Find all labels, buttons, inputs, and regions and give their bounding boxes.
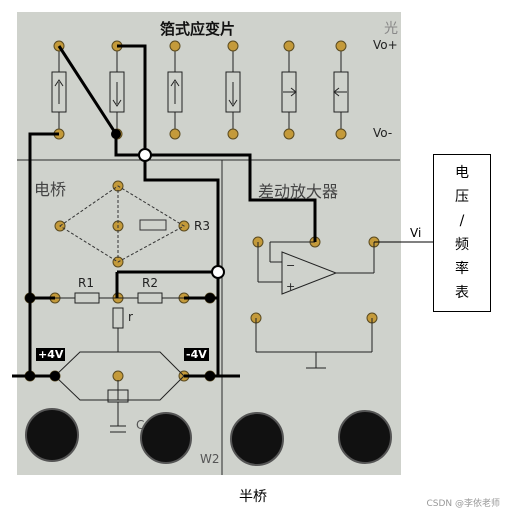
meter-char: 频 — [455, 237, 469, 253]
minus-4v-label: -4V — [184, 348, 209, 361]
vo-plus-label: Vo+ — [373, 38, 398, 52]
r1-label: R1 — [78, 276, 94, 290]
vo-minus-label: Vo- — [373, 126, 393, 140]
knob[interactable] — [140, 412, 192, 464]
jacks — [24, 40, 380, 382]
knob[interactable] — [338, 410, 392, 464]
svg-text:−: − — [286, 259, 295, 272]
meter-char: / — [459, 213, 465, 229]
amp-label: 差动放大器 — [258, 182, 339, 201]
knob[interactable] — [25, 408, 79, 462]
meter-char: 电 — [455, 165, 469, 181]
voltage-frequency-meter: 电 压 / 频 率 表 — [433, 154, 491, 312]
knob[interactable] — [230, 412, 284, 466]
r2-label: R2 — [142, 276, 158, 290]
vi-label: Vi — [410, 226, 422, 240]
meter-char: 率 — [455, 261, 469, 277]
resistors — [54, 292, 185, 433]
w2-label: W2 — [200, 452, 220, 466]
meter-char: 压 — [455, 189, 469, 205]
svg-text:+: + — [286, 280, 295, 293]
plus-4v-label: +4V — [36, 348, 66, 361]
title-corner: 光 — [384, 21, 398, 37]
diff-amplifier: − + — [255, 241, 375, 369]
strain-gauges — [51, 50, 349, 130]
c-label: C — [136, 418, 145, 432]
title-top: 箔式应变片 — [160, 20, 236, 38]
bridge-label: 电桥 — [34, 180, 67, 199]
meter-char: 表 — [455, 285, 469, 301]
bridge-diamond — [59, 185, 186, 263]
cross-markers — [138, 148, 225, 279]
junction-dots — [25, 129, 215, 381]
wires — [12, 44, 317, 378]
watermark: CSDN @李依老师 — [426, 499, 500, 509]
r-label: r — [128, 310, 133, 324]
r3-label: R3 — [194, 219, 210, 233]
caption: 半桥 — [239, 489, 267, 505]
